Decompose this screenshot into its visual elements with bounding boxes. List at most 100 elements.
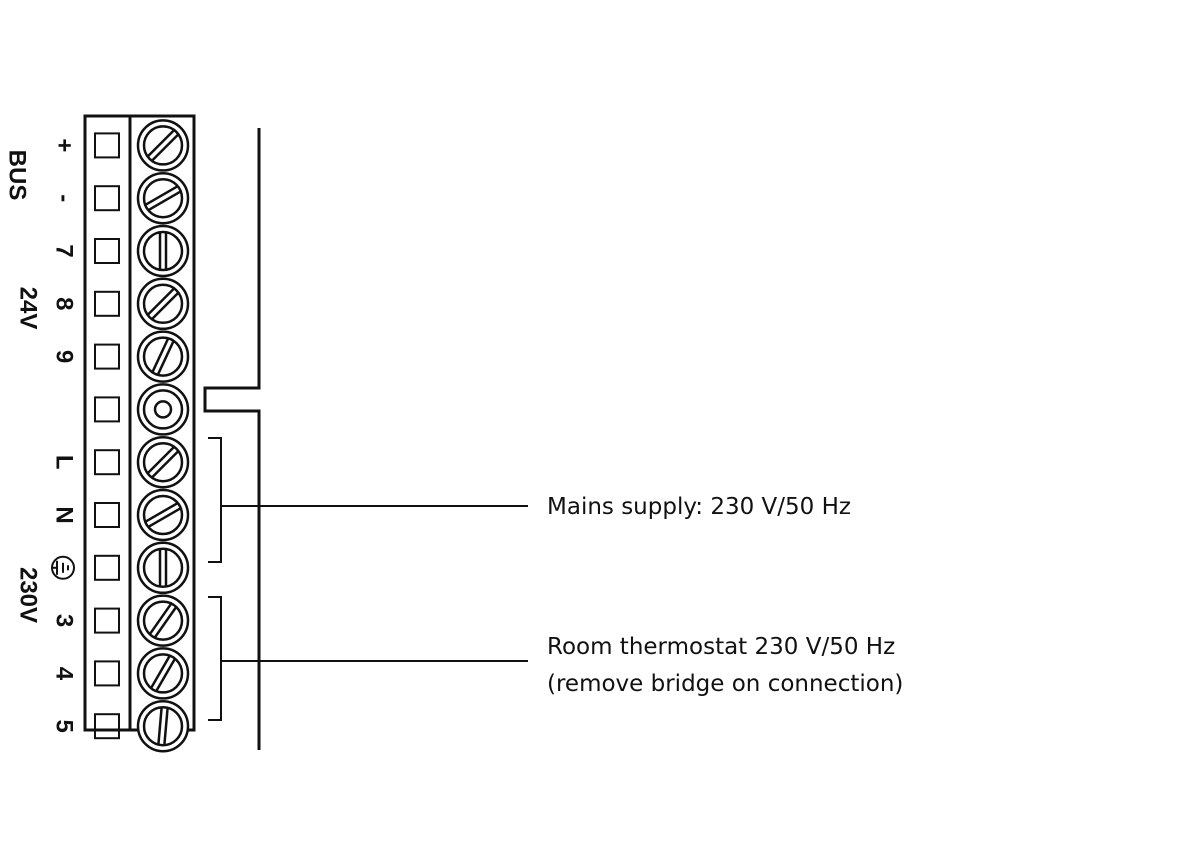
terminal-row: 5: [51, 699, 190, 753]
screw-icon: [136, 699, 190, 753]
screw-slot-edge: [155, 657, 177, 692]
screw-slot-edge: [147, 190, 182, 212]
screw-slot: [149, 654, 177, 692]
screw-slot: [144, 185, 182, 212]
terminal-row: N: [51, 488, 190, 542]
wiring-line: [203, 128, 261, 750]
terminal-socket: [94, 396, 120, 423]
terminal-socket: [94, 343, 120, 370]
screw-slot-edge: [144, 501, 179, 523]
screw-head: [142, 125, 184, 166]
screw-slot-edge: [156, 340, 175, 376]
terminal-row: 7: [51, 224, 190, 278]
screw-slot-edge: [144, 185, 179, 207]
screw-icon: [136, 541, 190, 595]
screw-slot-edge: [150, 450, 180, 479]
screw-slot: [148, 602, 178, 639]
screw-head: [142, 177, 184, 219]
screw-head: [142, 389, 184, 430]
terminal-row: 9: [51, 330, 190, 383]
terminal-label: +: [51, 138, 78, 152]
thermostat-label-line1: Room thermostat 230 V/50 Hz: [547, 634, 895, 660]
screw-head: [142, 283, 184, 325]
screw-slot: [151, 337, 175, 376]
terminal-socket: [94, 185, 120, 212]
screw-head: [142, 653, 184, 694]
screw-slot: [158, 232, 168, 270]
screw-slot: [146, 128, 180, 162]
terminal-row: 3: [51, 594, 190, 647]
screw-slot-edge: [146, 128, 176, 158]
screw-head: [142, 230, 184, 272]
terminal-label: 4: [51, 667, 78, 681]
mains-bracket: [208, 437, 222, 563]
screw-slot-edge: [147, 507, 182, 529]
terminal-socket: [94, 660, 120, 687]
screw-slot-edge: [148, 602, 173, 636]
screw-slot: [146, 445, 180, 479]
screw-icon: [136, 435, 190, 489]
screw-slot: [144, 501, 182, 529]
screw-icon: [136, 224, 190, 278]
screw-head: [142, 441, 184, 483]
screw-head: [142, 547, 184, 589]
screw-slot-edge: [146, 287, 176, 316]
thermostat-bracket: [208, 596, 222, 721]
terminal-label: 3: [51, 614, 78, 627]
screw-icon: [136, 330, 190, 383]
group-label-24v: 24V: [15, 287, 42, 330]
terminal-row: [94, 383, 190, 436]
terminal-label: 8: [51, 297, 78, 310]
screw-icon: [136, 277, 190, 331]
terminal-row: 4: [51, 647, 190, 700]
screw-slot-edge: [150, 291, 180, 321]
screw-icon: [136, 488, 190, 542]
screw-slot-edge: [146, 445, 176, 475]
group-label-bus: BUS: [4, 150, 31, 201]
terminal-socket: [94, 607, 120, 634]
terminal-socket: [94, 554, 120, 581]
group-label-230v: 230V: [15, 567, 42, 623]
terminal-row: [51, 541, 190, 595]
screw-slot-edge: [163, 707, 169, 746]
terminal-row: 8: [51, 277, 190, 331]
screw-slot: [146, 287, 180, 321]
screw-head: [142, 705, 184, 747]
screw-head: [142, 600, 184, 641]
terminal-label: N: [51, 506, 78, 523]
screw-icon: [136, 119, 190, 172]
screw-slot-edge: [150, 133, 180, 162]
terminal-label: 7: [51, 244, 78, 257]
terminal-socket: [94, 290, 120, 317]
terminal-row: L: [51, 435, 190, 489]
screw-inner-ring: [153, 400, 173, 419]
terminal-socket: [94, 132, 120, 159]
screw-head: [142, 336, 184, 377]
screw-slot-edge: [151, 337, 170, 374]
terminal-rows: + - 7 8 9L N 3 4 5: [51, 119, 190, 753]
screw-slot: [157, 706, 169, 746]
screw-head: [142, 494, 184, 536]
terminal-row: +: [51, 119, 190, 172]
terminal-label: 9: [51, 350, 78, 363]
screw-slot-edge: [153, 606, 178, 639]
terminal-socket: [94, 449, 120, 476]
terminal-label: L: [51, 455, 78, 470]
screw-slot-edge: [149, 654, 171, 689]
screw-icon: [136, 594, 190, 647]
terminal-socket: [94, 238, 120, 264]
mains-supply-label: Mains supply: 230 V/50 Hz: [547, 494, 851, 520]
earth-icon: [51, 555, 75, 580]
terminal-socket: [94, 713, 120, 740]
screw-icon: [136, 647, 190, 700]
thermostat-label-line2: (remove bridge on connection): [547, 671, 903, 697]
screw-slot: [158, 548, 168, 587]
terminal-label: -: [51, 194, 78, 202]
screw-icon: [136, 383, 190, 436]
terminal-socket: [94, 502, 120, 528]
screw-slot-edge: [157, 706, 163, 745]
terminal-label: 5: [51, 720, 78, 733]
terminal-row: -: [51, 171, 190, 225]
screw-icon: [136, 171, 190, 225]
